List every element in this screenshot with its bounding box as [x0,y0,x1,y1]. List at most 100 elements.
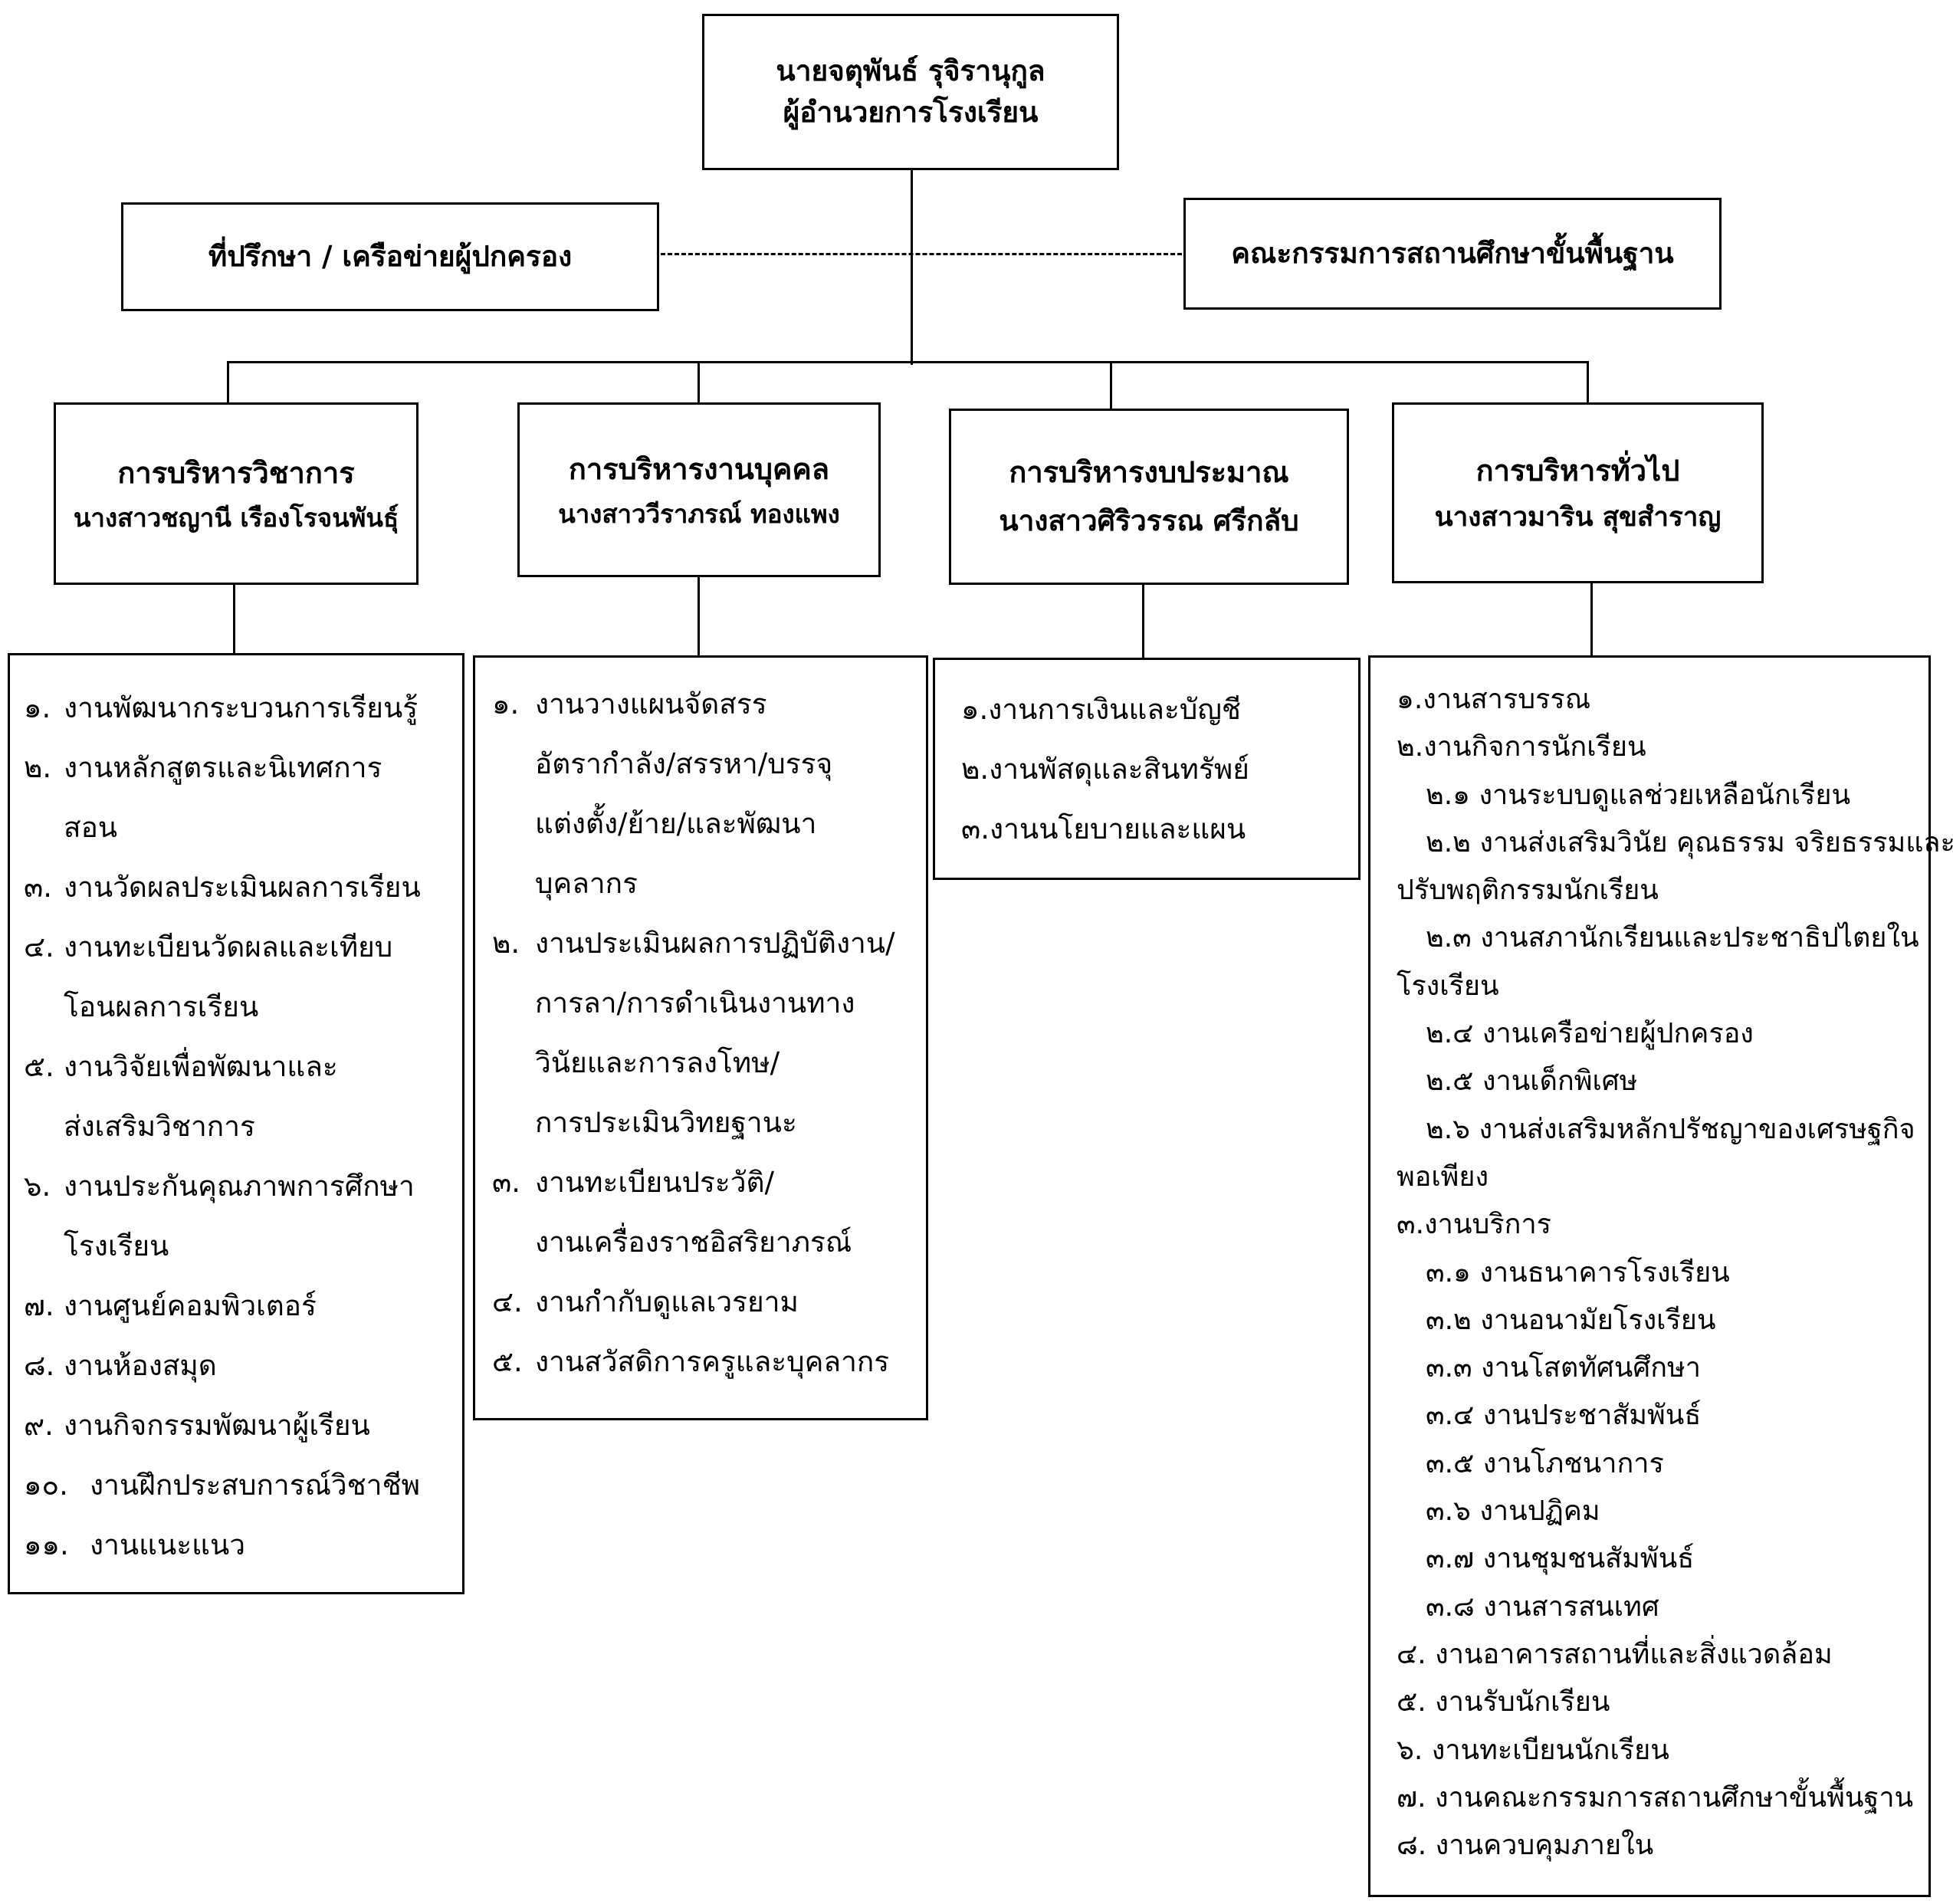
task-text: ส่งเสริมวิชาการ [64,1110,255,1143]
dept-head: นางสาวมาริน สุขสำราญ [1434,502,1722,533]
task-item: ปรับพฤติกรรมนักเรียน [1397,875,1659,907]
task-item: ๓. งานทะเบียนประวัติ/ งานเครื่องราชอิสริยา… [492,1153,895,1272]
task-item: ๑.งานการเงินและบัญชี [961,693,1241,726]
task-item: ๑.งานสารบรรณ [1397,684,1591,715]
advisors-label: ที่ปรึกษา / เครือข่ายผู้ปกครอง [208,240,573,273]
task-text: งานวิจัยเพื่อพัฒนาและ [64,1050,338,1083]
task-text: งานวางแผนจัดสรร [535,688,767,721]
task-item: ๕.งานสวัสดิการครูและบุคลากร [492,1332,895,1392]
task-number: ๑. [492,688,520,721]
task-item: ๓.๑ งานธนาคารโรงเรียน [1426,1256,1730,1288]
task-item: ๘.งานห้องสมุด [24,1336,421,1396]
task-number: ๔. [24,931,54,963]
director-title: ผู้อำนวยการโรงเรียน [783,96,1039,129]
connector-drop-1 [227,361,229,402]
task-item: ๔. งานทะเบียนวัดผลและเทียบโอนผลการเรียน [24,918,421,1037]
director-name: นายจตุพันธ์ รุจิรานุกูล [776,54,1045,87]
general-tasks-list: ๑.งานสารบรรณ๒.งานกิจการนักเรียน๒.๑ งานระ… [1397,676,1953,1870]
budget-tasks-list: ๑.งานการเงินและบัญชี๒.งานพัสดุและสินทรัพ… [961,680,1249,859]
task-number: ๓. [24,871,53,904]
task-item: ๒. งานประเมินผลการปฏิบัติงาน/การลา/การดำเ… [492,914,895,1153]
task-number: ๕. [492,1345,523,1378]
task-number: ๘. [24,1349,55,1382]
task-item: พอเพียง [1397,1160,1489,1193]
task-item: ๗. งานคณะกรรมการสถานศึกษาขั้นพื้นฐาน [1397,1781,1914,1814]
task-text: งานแนะแนว [90,1528,246,1561]
task-item: ๒.๓ งานสภานักเรียนและประชาธิปไตยใน [1426,922,1919,954]
task-text: งานกำกับดูแลเวรยาม [535,1285,799,1318]
task-item: ๒.งานกิจการนักเรียน [1397,731,1646,763]
task-number: ๓. [492,1166,521,1199]
dept-academic-box: การบริหารวิชาการ นางสาวชญานี เรืองโรจนพั… [54,402,419,585]
task-text: งานกิจกรรมพัฒนาผู้เรียน [64,1409,370,1442]
dept-head: นางสาวศิริวรรณ ศรีกลับ [999,504,1299,537]
task-text: งานประเมินผลการปฏิบัติงาน/ [535,927,895,960]
task-item: ๑๑. งานแนะแนว [24,1515,421,1575]
task-item: ๑๐. งานฝึกประสบการณ์วิชาชีพ [24,1456,421,1515]
task-text: วินัยและการลงโทษ/ [535,1046,780,1079]
task-text: บุคลากร [535,867,638,900]
task-item: ๗. งานศูนย์คอมพิวเตอร์ [24,1276,421,1336]
connector-director-down [911,169,913,365]
task-text: งานหลักสูตรและนิเทศการ [64,751,382,784]
general-tasks-box: ๑.งานสารบรรณ๒.งานกิจการนักเรียน๒.๑ งานระ… [1368,655,1953,1897]
task-item: ๔. งานอาคารสถานที่และสิ่งแวดล้อม [1397,1638,1833,1670]
task-item: ๖. งานทะเบียนนักเรียน [1397,1734,1669,1766]
task-number: ๑. [24,691,51,724]
dept-title: การบริหารงานบุคคล [568,452,830,486]
connector-list-4 [1590,581,1593,658]
task-text: งานศูนย์คอมพิวเตอร์ [64,1289,317,1322]
task-item: ๘. งานควบคุมภายใน [1397,1830,1654,1862]
dept-title: การบริหารทั่วไป [1475,454,1680,487]
task-item: ๓.๓ งานโสตทัศนศึกษา [1426,1352,1701,1384]
committee-box: คณะกรรมการสถานศึกษาขั้นพื้นฐาน [1183,198,1722,310]
task-item: ๓.งานนโยบายและแผน [961,812,1246,845]
connector-list-3 [1142,583,1144,659]
task-item: ๒.งานหลักสูตรและนิเทศการสอน [24,738,421,858]
task-number: ๖. [24,1170,51,1203]
task-item: ๓.งานบริการ [1397,1209,1551,1241]
academic-tasks-box: ๑.งานพัฒนากระบวนการเรียนรู้๒.งานหลักสูตร… [8,653,464,1594]
task-item: ๒.๖ งานส่งเสริมหลักปรัชญาของเศรษฐกิจ [1426,1113,1915,1145]
task-number: ๒. [492,927,520,960]
task-text: โอนผลการเรียน [64,990,259,1023]
budget-tasks-box: ๑.งานการเงินและบัญชี๒.งานพัสดุและสินทรัพ… [933,658,1361,880]
task-item: ๓. งานวัดผลประเมินผลการเรียน [24,858,421,918]
connector-horizontal-bus [227,361,1589,363]
task-item: ๓.๕ งานโภชนาการ [1426,1447,1664,1479]
task-text: งานเครื่องราชอิสริยาภรณ์ [535,1226,852,1259]
dept-budget-box: การบริหารงบประมาณ นางสาวศิริวรรณ ศรีกลับ [949,409,1349,585]
task-number: ๗. [24,1289,54,1322]
task-text: งานฝึกประสบการณ์วิชาชีพ [90,1469,421,1502]
committee-label: คณะกรรมการสถานศึกษาขั้นพื้นฐาน [1231,237,1674,270]
task-text: งานทะเบียนวัดผลและเทียบ [64,931,393,963]
personnel-tasks-box: ๑.งานวางแผนจัดสรรอัตรากำลัง/สรรหา/บรรจุแ… [473,655,928,1420]
task-item: ๒.๔ งานเครือข่ายผู้ปกครอง [1426,1018,1754,1050]
task-item: ๒.งานพัสดุและสินทรัพย์ [961,753,1249,786]
dept-head: นางสาวชญานี เรืองโรจนพันธุ์ [73,503,399,533]
task-item: ๓.๒ งานอนามัยโรงเรียน [1426,1304,1716,1336]
task-text: โรงเรียน [64,1229,169,1262]
task-item: ๑.งานวางแผนจัดสรรอัตรากำลัง/สรรหา/บรรจุแ… [492,675,895,914]
task-item: ๕. งานรับนักเรียน [1397,1686,1610,1719]
task-text: งานวัดผลประเมินผลการเรียน [64,871,421,904]
task-number: ๙. [24,1409,54,1442]
dept-head: นางสาววีราภรณ์ ทองแพง [558,499,840,529]
task-text: การลา/การดำเนินงานทาง [535,986,855,1019]
task-number: ๑๐. [24,1469,68,1502]
task-number: ๒. [24,751,52,784]
director-box: นายจตุพันธ์ รุจิรานุกูล ผู้อำนวยการโรงเร… [702,14,1119,170]
task-item: ๙. งานกิจกรรมพัฒนาผู้เรียน [24,1396,421,1456]
task-item: ๒.๑ งานระบบดูแลช่วยเหลือนักเรียน [1426,779,1851,811]
connector-drop-2 [698,361,700,402]
task-item: ๒.๕ งานเด็กพิเศษ [1426,1065,1638,1098]
task-item: ๒.๒ งานส่งเสริมวินัย คุณธรรม จริยธรรมและ [1426,826,1953,858]
task-number: ๑๑. [24,1528,69,1561]
connector-list-1 [233,583,235,653]
task-item: ๕.งานวิจัยเพื่อพัฒนาและส่งเสริมวิชาการ [24,1037,421,1157]
academic-tasks-list: ๑.งานพัฒนากระบวนการเรียนรู้๒.งานหลักสูตร… [24,678,421,1575]
task-text: งานทะเบียนประวัติ/ [535,1166,775,1199]
task-item: ๓.๔ งานประชาสัมพันธ์ [1426,1400,1702,1432]
connector-advisory-dashed [661,253,1182,255]
connector-drop-3 [1110,361,1112,409]
